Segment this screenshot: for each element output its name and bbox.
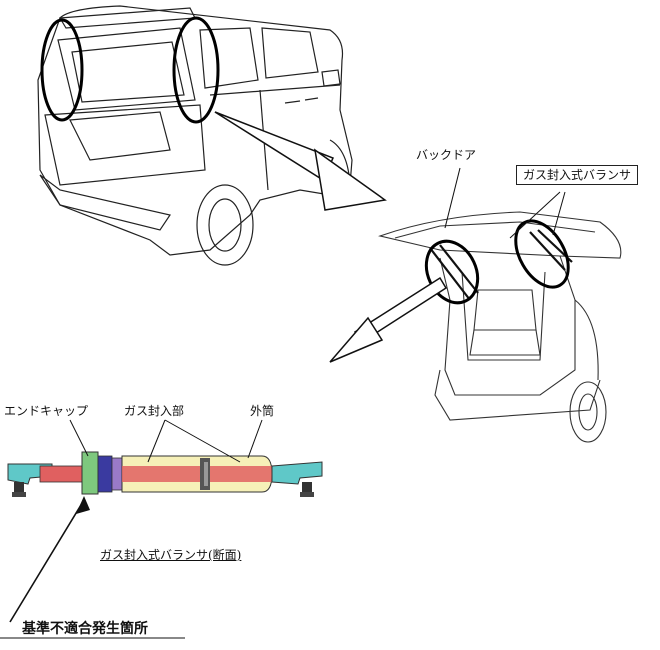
label-end-cap: エンドキャップ <box>4 404 89 418</box>
label-outer-tube: 外筒 <box>250 404 275 418</box>
right-mount <box>271 461 323 485</box>
label-cross-section-caption: ガス封入式バランサ(断面) <box>100 548 242 562</box>
label-back-door: バックドア <box>416 148 477 162</box>
car-open-door-view <box>378 211 622 443</box>
balancer-cross-section <box>7 419 323 497</box>
leader-lines <box>444 167 566 239</box>
label-gas-section: ガス封入部 <box>124 404 185 418</box>
arrow-to-door-view <box>214 111 387 211</box>
end-cap <box>81 451 99 495</box>
highlight-right-balancer <box>514 219 570 289</box>
arrow-to-cross-section <box>329 276 448 363</box>
highlight-right-hinge <box>172 16 220 124</box>
highlight-left-hinge <box>40 18 84 122</box>
label-gas-balancer: ガス封入式バランサ <box>516 165 639 185</box>
highlight-left-balancer <box>424 239 480 305</box>
defect-arrow <box>0 496 185 639</box>
label-defect-location: 基準不適合発生箇所 <box>22 621 148 637</box>
car-rear-view <box>37 5 353 266</box>
